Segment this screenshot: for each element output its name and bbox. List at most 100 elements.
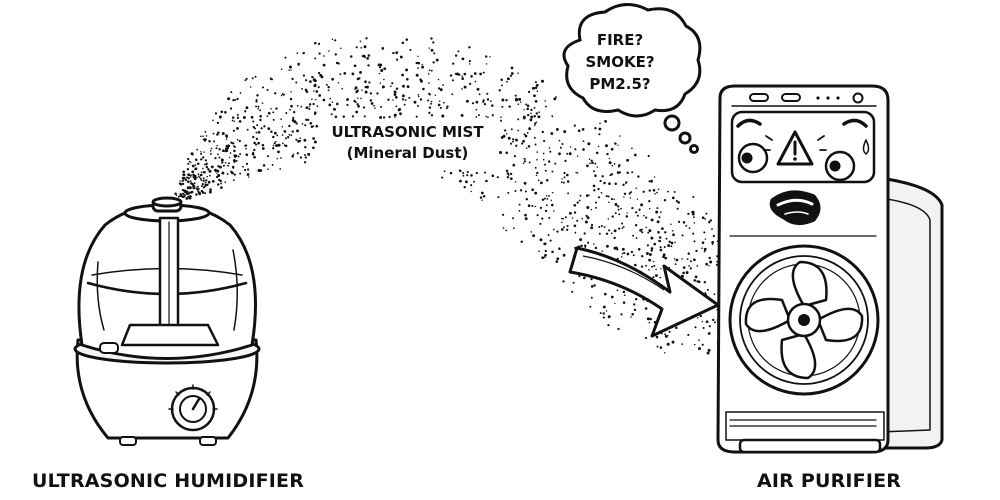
mist-dot: [617, 205, 620, 208]
mist-dot: [244, 168, 247, 172]
mist-dot: [292, 110, 296, 114]
mist-dot: [482, 71, 485, 74]
mist-dot: [541, 217, 544, 220]
mist-dot: [594, 174, 597, 177]
mist-dot: [483, 171, 487, 174]
mist-dot: [270, 108, 272, 110]
mist-dot: [430, 37, 433, 40]
mist-dot: [356, 103, 359, 106]
mist-dot: [671, 340, 675, 344]
mist-dot: [549, 150, 552, 153]
mist-dot: [419, 98, 423, 101]
mist-dot: [510, 72, 514, 75]
mist-dot: [312, 102, 315, 106]
mist-dot: [325, 83, 328, 86]
mist-dot: [587, 241, 590, 244]
mist-dot: [561, 178, 563, 180]
mist-dot: [288, 133, 291, 136]
mist-dot: [413, 100, 417, 104]
mist-dot: [308, 103, 312, 106]
mist-dot: [402, 84, 405, 88]
mist-dot: [617, 208, 620, 211]
mist-dot: [585, 194, 589, 197]
mist-dot: [346, 98, 349, 101]
mist-dot: [195, 159, 198, 162]
mist-dot: [486, 92, 489, 95]
mist-dot: [518, 210, 521, 212]
mist-dot: [566, 152, 569, 155]
mist-dot: [571, 290, 574, 293]
mist-dot: [454, 54, 458, 57]
mist-dot: [583, 244, 587, 247]
mist-dot: [358, 77, 361, 80]
mist-dot: [515, 138, 518, 142]
thought-text: FIRE? SMOKE? PM2.5?: [560, 29, 680, 95]
mist-dot: [272, 147, 275, 150]
mist-dot: [311, 98, 313, 101]
mist-dot: [276, 134, 279, 137]
mist-dot: [600, 192, 603, 194]
mist-dot: [339, 73, 342, 76]
mist-dot: [218, 178, 221, 182]
mist-dot: [701, 216, 705, 219]
mist-dot: [641, 228, 643, 231]
mist-dot: [314, 111, 317, 114]
mist-dot: [313, 140, 317, 144]
mist-dot: [518, 98, 521, 101]
mist-dot: [261, 147, 265, 150]
mist-dot: [220, 182, 223, 185]
mist-dot: [563, 171, 566, 175]
mist-dot: [246, 128, 249, 131]
mist-dot: [611, 215, 614, 218]
mist-dot: [409, 49, 412, 51]
mist-dot: [289, 97, 293, 101]
mist-dot: [469, 82, 472, 86]
mist-dot: [548, 216, 551, 220]
mist-dot: [572, 281, 575, 284]
mist-dot: [610, 173, 614, 176]
mist-dot: [632, 234, 635, 237]
mist-dot: [499, 151, 502, 154]
mist-dot: [245, 162, 249, 166]
mist-dot: [317, 71, 321, 75]
mist-dot: [556, 230, 559, 233]
mist-dot: [501, 105, 504, 108]
mist-dot: [189, 176, 192, 178]
mist-dot: [644, 307, 648, 310]
mist-dot: [255, 131, 258, 134]
mist-dot: [174, 192, 177, 196]
mist-dot: [623, 294, 626, 297]
mist-dot: [530, 108, 533, 112]
mist-dot: [475, 116, 478, 118]
mist-dot: [531, 86, 535, 90]
mist-dot: [186, 167, 190, 171]
thought-bubble: [562, 3, 702, 154]
mist-dot: [368, 81, 371, 84]
mist-dot: [312, 78, 316, 82]
mist-dot: [608, 161, 612, 165]
mist-dot: [656, 220, 660, 224]
mist-dot: [524, 190, 527, 193]
mist-dot: [224, 161, 227, 164]
mist-dot: [607, 315, 611, 319]
mist-dot: [575, 171, 577, 174]
mist-dot: [558, 139, 561, 142]
mist-dot: [524, 134, 528, 138]
mist-dot: [641, 255, 644, 258]
mist-dot: [539, 206, 543, 210]
mist-dot: [246, 168, 250, 171]
mist-dot: [506, 80, 508, 83]
mist-dot: [600, 225, 603, 227]
mist-dot: [430, 48, 434, 52]
mist-dot: [274, 92, 277, 95]
mist-dot: [207, 180, 211, 184]
mist-dot: [428, 111, 431, 115]
mist-dot: [216, 183, 220, 186]
mist-dot: [594, 162, 597, 165]
mist-dot: [276, 157, 279, 160]
mist-dot: [415, 61, 419, 65]
mist-dot: [208, 169, 212, 173]
mist-dot: [517, 72, 519, 74]
mist-dot: [451, 79, 454, 82]
mist-dot: [362, 106, 366, 109]
